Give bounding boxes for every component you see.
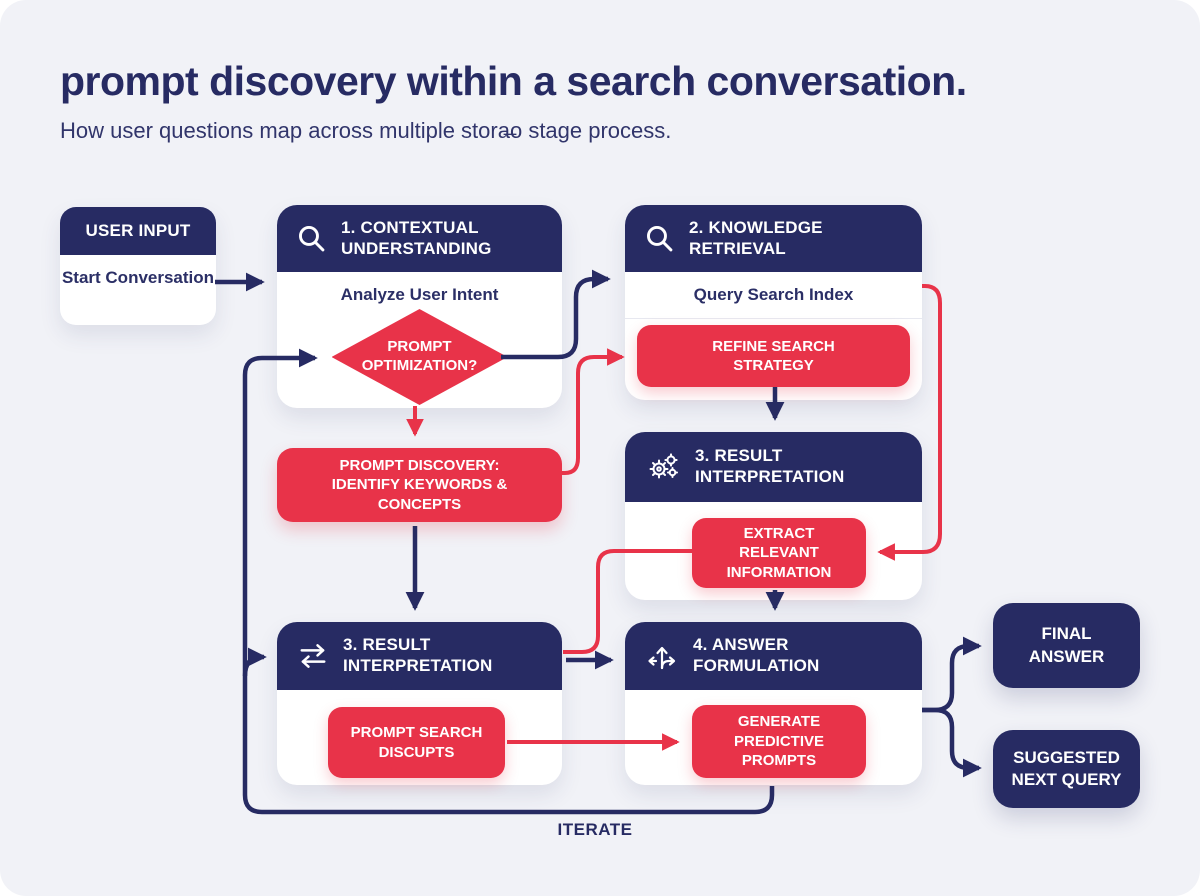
action-prompt-discovery-label: PROMPT DISCOVERY: IDENTIFY KEYWORDS & CO… — [331, 456, 508, 513]
node-suggested-next-query-label: SUGGESTED NEXT QUERY — [1011, 747, 1122, 789]
action-extract-relevant-information-label: EXTRACT RELEVANT INFORMATION — [726, 524, 832, 581]
magnifier-icon — [295, 222, 329, 256]
iterate-label: ITERATE — [557, 820, 633, 839]
node-contextual-title: 1. CONTEXTUAL UNDERSTANDING — [341, 217, 492, 258]
action-prompt-search-disrupts: PROMPT SEARCH DISCUPTS — [328, 707, 505, 778]
node-result-right-header: 3. RESULT INTERPRETATION — [625, 432, 922, 502]
node-answer-header: 4. ANSWER FORMULATION — [625, 622, 922, 690]
node-user-input-body: Start Conversation — [61, 268, 215, 287]
node-contextual-header: 1. CONTEXTUAL UNDERSTANDING — [277, 205, 562, 272]
node-knowledge-body: Query Search Index — [625, 272, 922, 319]
action-prompt-discovery: PROMPT DISCOVERY: IDENTIFY KEYWORDS & CO… — [277, 448, 562, 522]
node-suggested-next-query: SUGGESTED NEXT QUERY — [993, 730, 1140, 808]
node-final-answer: FINAL ANSWER — [993, 603, 1140, 688]
arrow-answer-to-final — [922, 636, 982, 713]
node-answer-title: 4. ANSWER FORMULATION — [693, 635, 820, 675]
branch-arrows-icon — [643, 637, 681, 675]
node-result-right-title: 3. RESULT INTERPRETATION — [695, 446, 845, 486]
gears-icon — [643, 447, 683, 487]
arrow-iterate-loop-to-result-left — [242, 647, 267, 677]
action-extract-relevant-information: EXTRACT RELEVANT INFORMATION — [692, 518, 866, 588]
node-knowledge-title: 2. KNOWLEDGE RETRIEVAL — [689, 217, 823, 258]
action-generate-predictive-prompts-label: GENERATE PREDICTIVE PROMPTS — [733, 713, 824, 770]
page-subtitle: How user questions map across multiple s… — [60, 118, 672, 143]
node-user-input: USER INPUT Start Conversation — [60, 207, 216, 325]
node-final-answer-label: FINAL ANSWER — [1028, 624, 1105, 666]
node-user-input-header: USER INPUT — [60, 207, 216, 255]
node-result-interpretation-left: 3. RESULT INTERPRETATION PROMPT SEARCH D… — [277, 622, 562, 785]
action-prompt-search-disrupts-label: PROMPT SEARCH DISCUPTS — [350, 724, 483, 761]
node-knowledge-retrieval: 2. KNOWLEDGE RETRIEVAL Query Search Inde… — [625, 205, 922, 400]
action-refine-search-strategy-label: REFINE SEARCH STRATEGY — [712, 337, 835, 375]
page-title: prompt discovery within a search convers… — [60, 58, 967, 104]
magnifier-icon — [643, 222, 677, 256]
node-result-left-title: 3. RESULT INTERPRETATION — [343, 635, 493, 675]
swap-arrows-icon — [295, 638, 331, 674]
node-user-input-title: USER INPUT — [85, 220, 191, 240]
action-generate-predictive-prompts: GENERATE PREDICTIVE PROMPTS — [692, 705, 866, 778]
node-contextual-understanding: 1. CONTEXTUAL UNDERSTANDING Analyze User… — [277, 205, 562, 408]
node-knowledge-header: 2. KNOWLEDGE RETRIEVAL — [625, 205, 922, 272]
arrow-discovery-to-refine — [562, 348, 625, 475]
decision-prompt-optimization: PROMPT OPTIMIZATION? — [331, 309, 508, 405]
arrow-answer-to-suggested — [922, 707, 982, 778]
decision-prompt-optimization-label: PROMPT OPTIMIZATION? — [361, 338, 478, 374]
node-result-interpretation-right: 3. RESULT INTERPRETATION EXTRACT RELEVAN… — [625, 432, 922, 600]
action-refine-search-strategy: REFINE SEARCH STRATEGY — [637, 325, 910, 387]
node-answer-formulation: 4. ANSWER FORMULATION GENERATE PREDICTIV… — [625, 622, 922, 785]
node-result-left-header: 3. RESULT INTERPRETATION — [277, 622, 562, 690]
node-contextual-body: Analyze User Intent — [340, 285, 499, 304]
